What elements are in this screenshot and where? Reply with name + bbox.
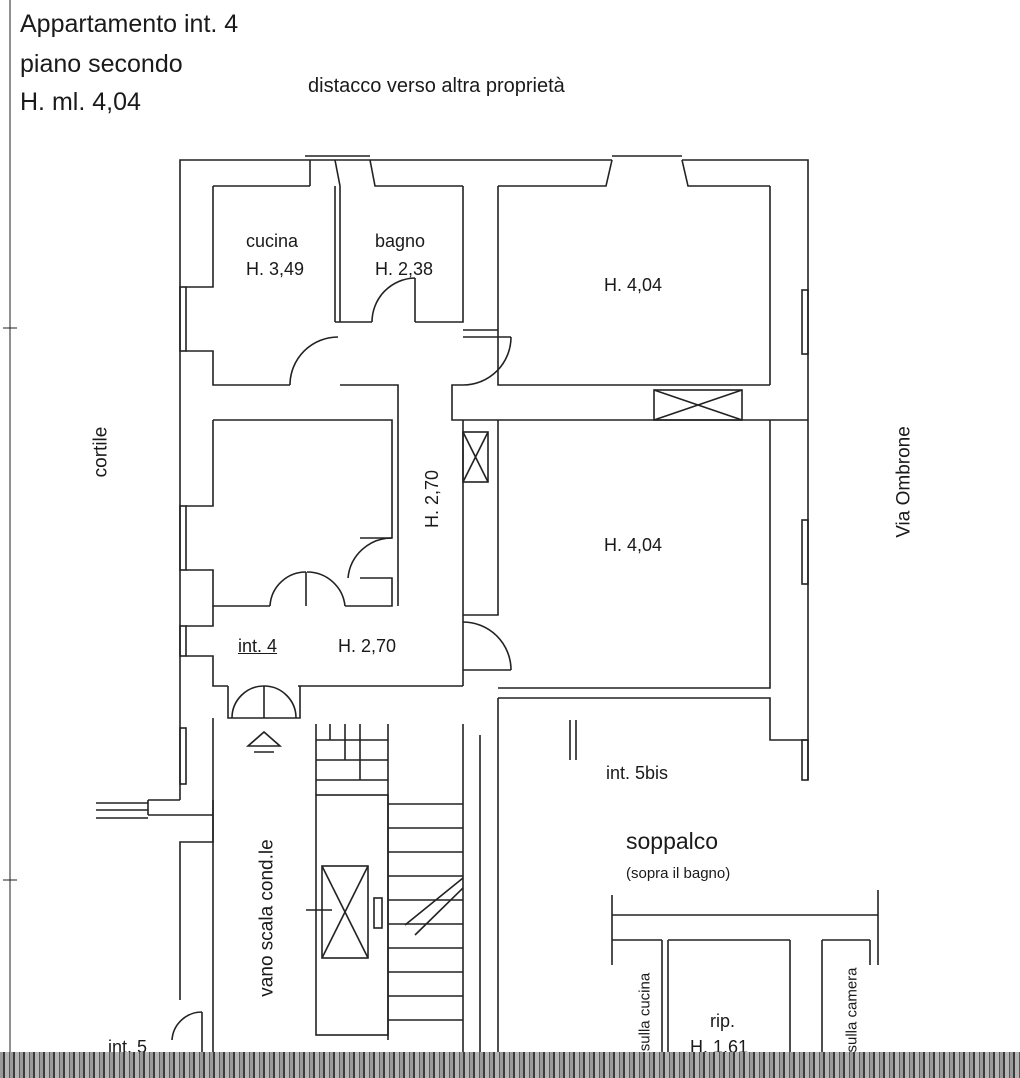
label-int-5bis: int. 5bis [606,763,669,783]
label-int-5: int. 5 [108,1037,148,1057]
mezzanine-subtitle: (sopra il bagno) [626,865,731,882]
door-swings [171,277,512,1052]
mezzanine-right-label: sulla camera [843,967,861,1053]
room-height-cucina: H. 3,49 [246,259,305,279]
storage-label: rip. [710,1011,736,1031]
room-height-mid-right: H. 4,04 [604,535,663,555]
entry-unit-label: int. 4 [238,636,278,656]
room-label-cucina: cucina [246,231,299,251]
corridor-height: H. 2,70 [422,469,442,529]
label-cortile: cortile [90,426,112,478]
room-label-bagno: bagno [375,231,426,251]
plan-title-line3: H. ml. 4,04 [20,88,141,116]
label-via-ombrone: Via Ombrone [893,426,915,538]
staircase [306,724,464,1052]
label-stairwell: vano scala cond.le [256,839,278,997]
mezzanine-outline [611,890,879,1052]
room-height-bagno: H. 2,38 [375,259,434,279]
top-boundary-note: distacco verso altra proprietà [308,75,565,97]
storage-height: H. 1,61 [690,1037,749,1057]
side-windows [96,286,809,819]
interior-walls [179,186,808,1052]
plan-title-line2: piano secondo [20,50,183,78]
ventilation-shafts [462,389,743,483]
entry-height: H. 2,70 [338,636,397,656]
top-windows [305,155,770,187]
mezzanine-left-label: sulla cucina [636,972,654,1052]
entry-arrow [245,730,283,753]
scan-artifact-strip [0,1052,1020,1078]
room-height-top-right: H. 4,04 [604,275,663,295]
plan-title-line1: Appartamento int. 4 [20,10,239,38]
mezzanine-title: soppalco [626,828,719,854]
